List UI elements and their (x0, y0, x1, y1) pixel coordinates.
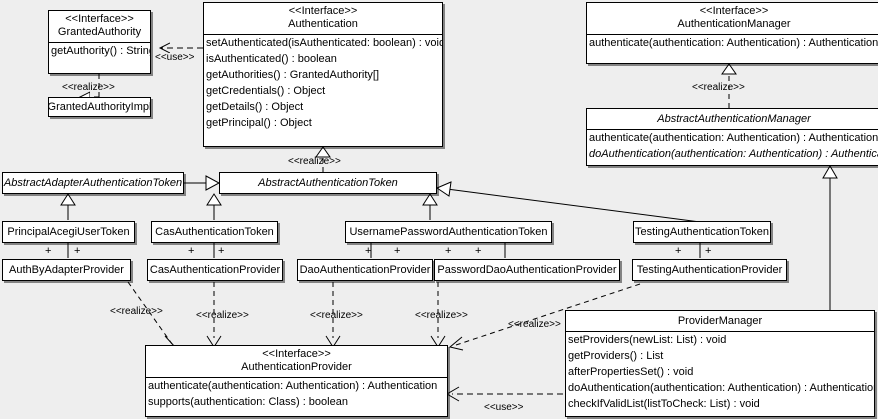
class-cas-authentication-provider[interactable]: CasAuthenticationProvider (147, 259, 283, 281)
stereotype-label: <<Interface>> (288, 5, 358, 17)
operation: authenticate(authentication: Authenticat… (589, 132, 878, 144)
relationship-label-realize-auth-by-adapter: <<realize>> (110, 306, 163, 317)
operation: isAuthenticated() : boolean (206, 53, 337, 65)
class-testing-authentication-provider[interactable]: TestingAuthenticationProvider (632, 259, 787, 281)
class-name: GrantedAuthorityImpl (48, 101, 151, 113)
operation: afterPropertiesSet() : void (568, 366, 694, 378)
class-header: AbstractAuthenticationManager (587, 109, 878, 129)
class-name: PrincipalAcegiUserToken (7, 226, 130, 238)
operation: supports(authentication: Class) : boolea… (148, 396, 348, 408)
class-name: TestingAuthenticationToken (635, 226, 769, 238)
class-abstract-authentication-manager[interactable]: AbstractAuthenticationManager authentica… (586, 108, 878, 166)
divider (146, 377, 447, 378)
association-marker: + (394, 245, 401, 257)
operation: getAuthority() : String (51, 45, 151, 57)
relationship-label-realize-cas-provider: <<realize>> (196, 310, 249, 321)
class-name: PasswordDaoAuthenticationProvider (437, 264, 617, 276)
operation: getDetails() : Object (206, 101, 304, 113)
class-username-password-authentication-token[interactable]: UsernamePasswordAuthenticationToken (345, 221, 552, 243)
class-name: ProviderManager (677, 315, 763, 327)
association-marker: + (675, 245, 682, 257)
class-auth-by-adapter-provider[interactable]: AuthByAdapterProvider (2, 259, 131, 281)
divider (587, 129, 878, 130)
operation: doAuthentication(authentication: Authent… (589, 148, 878, 160)
operation: getPrincipal() : Object (206, 117, 312, 129)
class-name: DaoAuthenticationProvider (299, 264, 431, 276)
class-provider-manager[interactable]: ProviderManager setProviders(newList: Li… (565, 310, 875, 417)
class-name: Authentication (288, 18, 358, 30)
class-authentication-manager[interactable]: <<Interface>> AuthenticationManager auth… (586, 2, 878, 64)
relationship-label-use-granted-authority: <<use>> (155, 52, 195, 63)
class-name: AbstractAdapterAuthenticationToken (3, 177, 183, 189)
association-marker: + (45, 245, 52, 257)
class-header: <<Interface>> GrantedAuthority (49, 11, 150, 42)
operation: authenticate(authentication: Authenticat… (148, 380, 438, 392)
class-name: UsernamePasswordAuthenticationToken (349, 226, 548, 238)
class-granted-authority[interactable]: <<Interface>> GrantedAuthority getAuthor… (48, 10, 151, 74)
class-dao-authentication-provider[interactable]: DaoAuthenticationProvider (297, 259, 433, 281)
class-principal-acegi-user-token[interactable]: PrincipalAcegiUserToken (2, 221, 135, 243)
class-name: CasAuthenticationProvider (149, 264, 281, 276)
operations-compartment: setProviders(newList: List) : void getPr… (566, 332, 874, 412)
operations-compartment: authenticate(authentication: Authenticat… (587, 35, 878, 51)
relationship-label-realize-abstract-authentication-token: <<realize>> (288, 156, 341, 167)
operations-compartment: authenticate(authentication: Authenticat… (146, 378, 447, 410)
stereotype-label: <<Interface>> (699, 5, 769, 17)
operations-compartment: authenticate(authentication: Authenticat… (587, 130, 878, 162)
class-granted-authority-impl[interactable]: GrantedAuthorityImpl (48, 97, 151, 117)
class-name: GrantedAuthority (57, 26, 142, 38)
association-marker: + (365, 245, 372, 257)
class-name: AuthenticationManager (677, 18, 791, 30)
operation: doAuthentication(authentication: Authent… (568, 382, 875, 394)
class-name: CasAuthenticationToken (155, 226, 274, 238)
operation: getCredentials() : Object (206, 85, 326, 97)
class-password-dao-authentication-provider[interactable]: PasswordDaoAuthenticationProvider (434, 259, 620, 281)
class-abstract-authentication-token[interactable]: AbstractAuthenticationToken (219, 172, 437, 194)
class-authentication[interactable]: <<Interface>> Authentication setAuthenti… (203, 2, 443, 147)
association-marker: + (475, 245, 482, 257)
relationship-label-realize-password-dao-provider: <<realize>> (415, 310, 468, 321)
class-name: AuthenticationProvider (241, 361, 352, 373)
class-name: TestingAuthenticationProvider (636, 264, 783, 276)
class-name: AuthByAdapterProvider (9, 264, 124, 276)
divider (49, 42, 150, 43)
relationship-label-realize-testing-provider: <<realize>> (508, 319, 561, 330)
class-name: AbstractAuthenticationManager (657, 113, 811, 125)
class-testing-authentication-token[interactable]: TestingAuthenticationToken (633, 221, 771, 243)
stereotype-label: <<Interface>> (65, 13, 134, 25)
operations-compartment: setAuthenticated(isAuthenticated: boolea… (204, 35, 442, 131)
operation: getAuthorities() : GrantedAuthority[] (206, 69, 380, 81)
divider (566, 331, 874, 332)
class-name: AbstractAuthenticationToken (258, 177, 398, 189)
class-header: <<Interface>> Authentication (204, 3, 442, 34)
association-marker: + (188, 245, 195, 257)
operation: setAuthenticated(isAuthenticated: boolea… (206, 37, 443, 49)
operation: checkIfValidList(listToCheck: List) : vo… (568, 398, 760, 410)
class-abstract-adapter-authentication-token[interactable]: AbstractAdapterAuthenticationToken (2, 172, 184, 194)
association-marker: + (74, 245, 81, 257)
operations-compartment: getAuthority() : String (49, 43, 150, 59)
stereotype-label: <<Interface>> (262, 348, 331, 360)
operation: setProviders(newList: List) : void (568, 334, 727, 346)
association-marker: + (445, 245, 452, 257)
divider (204, 34, 442, 35)
class-cas-authentication-token[interactable]: CasAuthenticationToken (151, 221, 278, 243)
association-marker: + (705, 245, 712, 257)
class-authentication-provider[interactable]: <<Interface>> AuthenticationProvider aut… (145, 345, 448, 417)
relationship-label-realize-dao-provider: <<realize>> (310, 310, 363, 321)
class-header: <<Interface>> AuthenticationProvider (146, 346, 447, 377)
relationship-label-realize-granted-authority-impl: <<realize>> (62, 82, 115, 93)
association-marker: + (218, 245, 225, 257)
class-header: ProviderManager (566, 311, 874, 331)
operation: authenticate(authentication: Authenticat… (589, 37, 878, 49)
divider (587, 34, 878, 35)
relationship-label-use-provider-manager: <<use>> (484, 402, 524, 413)
class-header: <<Interface>> AuthenticationManager (587, 3, 878, 34)
operation: getProviders() : List (568, 350, 664, 362)
relationship-label-realize-abstract-authentication-manager: <<realize>> (692, 82, 745, 93)
